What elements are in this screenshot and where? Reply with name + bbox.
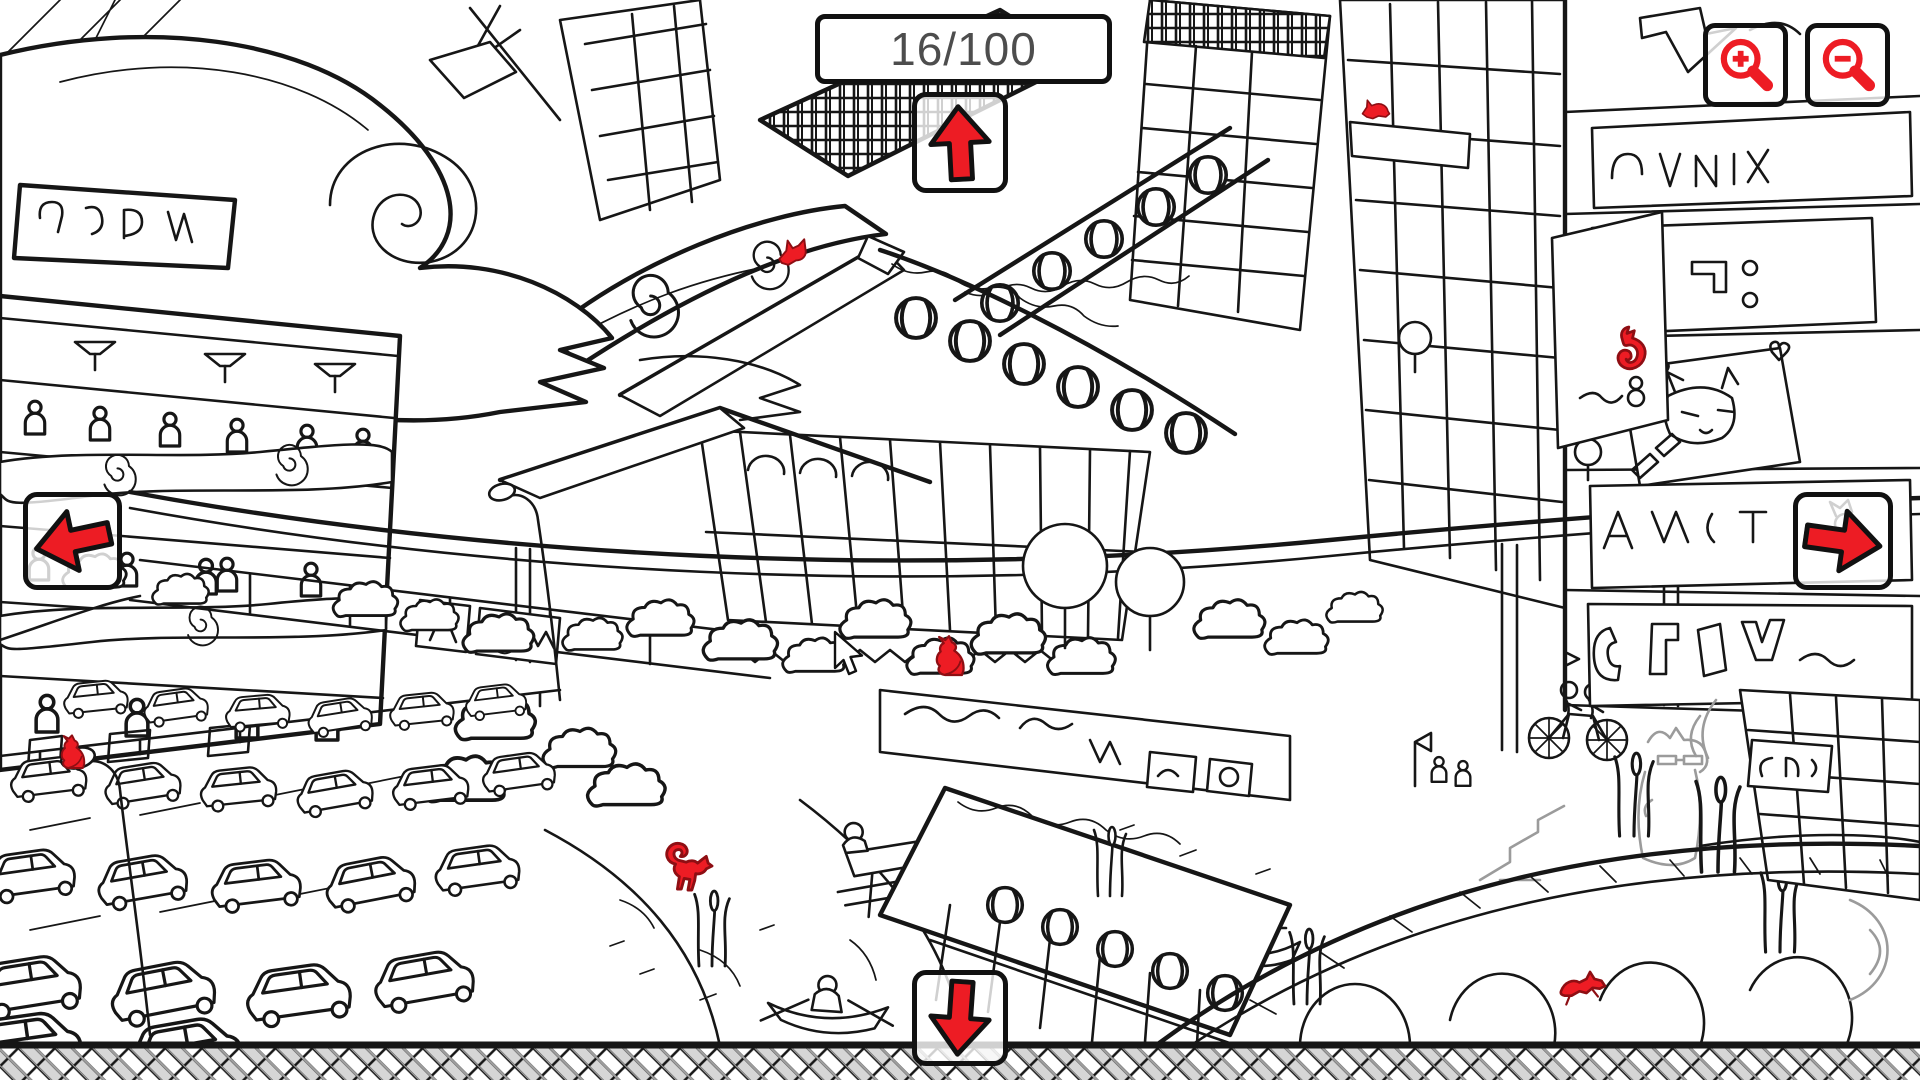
left-building <box>0 182 403 773</box>
found-counter: 16/100 <box>815 14 1112 84</box>
river <box>543 785 1326 1064</box>
greenery <box>61 522 1384 808</box>
pan-right-button[interactable] <box>1793 492 1893 590</box>
fox-head[interactable] <box>778 238 807 266</box>
zoom-out-button[interactable] <box>1805 23 1890 107</box>
pan-down-button[interactable] <box>912 970 1008 1066</box>
lantern-restaurant <box>877 785 1293 1064</box>
fox-sit[interactable] <box>935 635 965 677</box>
arrow-up-icon <box>928 103 992 182</box>
magnifier-plus-icon <box>1720 38 1773 92</box>
fox-leap[interactable] <box>1561 972 1605 1005</box>
fox-crouch[interactable] <box>1361 99 1391 120</box>
fox-walk[interactable] <box>665 841 714 892</box>
pan-up-button[interactable] <box>912 92 1008 193</box>
skyline <box>428 0 1603 610</box>
fox-spiral[interactable] <box>1616 325 1647 371</box>
arrow-left-icon <box>33 509 114 573</box>
rowboat <box>759 974 895 1035</box>
pan-left-button[interactable] <box>23 492 122 590</box>
found-counter-text: 16/100 <box>890 23 1037 75</box>
arrow-down-icon <box>928 978 992 1057</box>
zoom-in-button[interactable] <box>1703 23 1788 107</box>
cyclists <box>1527 650 1629 762</box>
magnifier-minus-icon <box>1822 38 1875 92</box>
arrow-right-icon <box>1802 508 1883 574</box>
fox-sit[interactable] <box>60 734 86 770</box>
bridge <box>1152 688 1920 1049</box>
